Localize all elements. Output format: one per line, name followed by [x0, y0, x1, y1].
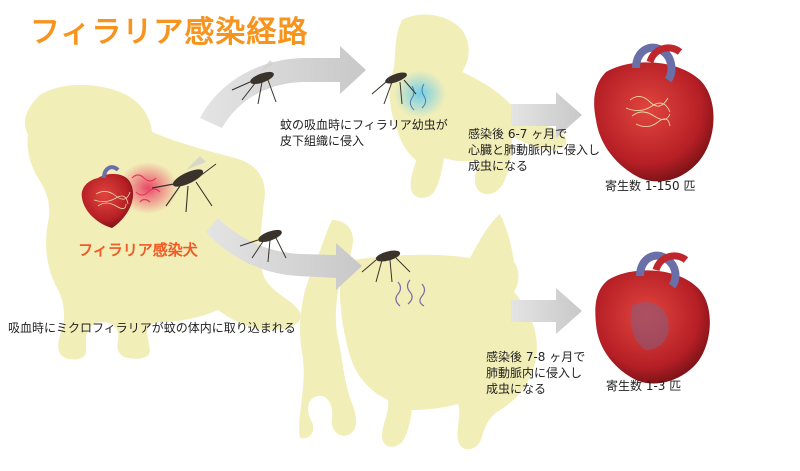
- infected-cat-body: [340, 214, 537, 450]
- dog-after-infection-caption: 感染後 6-7 ヶ月で 心臓と肺動脈内に侵入し 成虫になる: [468, 127, 601, 174]
- infected-dog-silhouette-right: [389, 14, 567, 198]
- larva-icon: [395, 279, 426, 307]
- microfilaria-icon: [131, 174, 161, 203]
- dog-injection-caption: 蚊の吸血時にフィラリア幼虫が 皮下組織に侵入: [280, 118, 448, 149]
- arrow-icon: [511, 288, 582, 334]
- cat-parasite-count: 寄生数 1-3 匹: [606, 379, 682, 393]
- arrow-icon: [200, 46, 366, 128]
- heart-icon: [594, 43, 714, 182]
- page-title: フィラリア感染経路: [30, 15, 309, 50]
- infection-glow: [118, 162, 178, 214]
- heart-icon: [595, 251, 710, 384]
- infected-dog-silhouette: [24, 84, 301, 360]
- dog-parasite-count: 寄生数 1-150 匹: [605, 179, 696, 193]
- arrow-icon: [511, 92, 582, 138]
- mosquito-icon: [361, 250, 411, 283]
- infected-dog-label: フィラリア感染犬: [78, 241, 198, 259]
- heart-icon: [81, 165, 134, 228]
- mosquito-icon: [151, 156, 217, 213]
- microfilaria-uptake-caption: 吸血時にミクロフィラリアが蚊の体内に取り込まれる: [8, 321, 296, 335]
- cat-after-infection-caption: 感染後 7-8 ヶ月で 肺動脈内に侵入し 成虫になる: [486, 350, 586, 397]
- mosquito-icon: [371, 72, 417, 105]
- larva-icon: [409, 83, 427, 111]
- injection-glow: [394, 70, 446, 118]
- mosquito-icon: [231, 60, 277, 105]
- mosquito-icon: [239, 229, 287, 263]
